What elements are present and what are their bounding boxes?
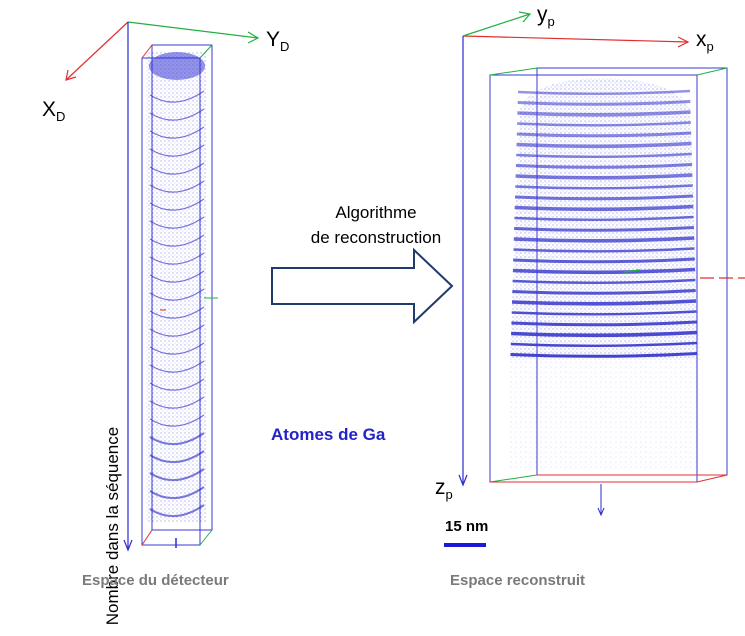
reconstructed-layer — [512, 289, 696, 295]
recon-green-marker — [623, 269, 641, 273]
y-axis-p-arrowhead — [518, 11, 532, 23]
detector-arc — [149, 432, 205, 445]
reconstructed-layer — [514, 204, 694, 212]
y-axis-d-arrowhead — [247, 31, 260, 44]
arrow-label-line2: de reconstruction — [310, 228, 442, 247]
detector-arc — [149, 450, 205, 463]
reconstructed-axes — [458, 11, 690, 487]
axis-label-x-d: XD — [42, 98, 66, 124]
reconstructed-layer — [511, 330, 697, 338]
reconstructed-layer — [513, 247, 695, 253]
recon-box-edge — [489, 67, 538, 76]
axis-label-z-p: zp — [435, 476, 453, 502]
scale-bar-label: 15 nm — [445, 518, 489, 535]
reconstructed-layers — [510, 89, 698, 358]
x-axis-d-line — [65, 21, 129, 81]
detector-arc — [149, 288, 205, 301]
detector-arc — [149, 270, 205, 283]
reconstructed-layer — [514, 226, 694, 232]
reconstructed-layer — [511, 310, 697, 316]
detector-arc — [149, 90, 205, 103]
axis-label-y-d: YD — [266, 28, 290, 54]
reconstruction-arrow — [271, 247, 454, 325]
detector-box-edge — [199, 529, 213, 546]
recon-box-edge — [696, 474, 728, 483]
x-axis-p-line — [462, 35, 689, 43]
recon-box-edge — [489, 474, 538, 483]
reconstructed-layer — [517, 100, 691, 106]
detector-arc — [149, 144, 205, 157]
detector-arc — [149, 414, 205, 427]
reconstructed-layer — [517, 110, 691, 117]
arrow-label-line1: Algorithme — [335, 203, 417, 222]
detector-arc — [149, 216, 205, 229]
z-axis-p-arrowhead — [458, 474, 468, 487]
y-axis-p-line — [462, 13, 531, 37]
reconstructed-layer — [511, 320, 697, 327]
species-label: Atomes de Ga — [271, 425, 386, 444]
detector-arc — [149, 396, 205, 409]
axis-label-x-p: xp — [696, 28, 714, 54]
detector-dense-top — [149, 52, 205, 80]
detector-axes — [65, 21, 260, 552]
reconstructed-layer — [517, 121, 691, 127]
x-axis-d-arrowhead — [65, 69, 77, 81]
reconstructed-layer — [511, 299, 697, 306]
reconstructed-layer — [517, 89, 691, 95]
reconstructed-layer — [514, 194, 694, 201]
reconstructed-layer — [516, 131, 692, 138]
arrow-label: Algorithme de reconstruction — [296, 200, 456, 250]
detector-arc — [149, 234, 205, 247]
reconstructed-layer — [512, 278, 696, 284]
reconstructed-space-caption: Espace reconstruit — [450, 572, 586, 589]
detector-space-caption: Espace du détecteur — [82, 572, 229, 589]
detector-box-edge — [141, 529, 153, 546]
detector-arc — [149, 252, 205, 265]
reconstructed-layer — [514, 215, 694, 221]
detector-arc — [149, 342, 205, 355]
z-axis-d-arrowhead — [123, 539, 133, 552]
detector-arc — [149, 108, 205, 121]
axis-label-y-p: yp — [537, 3, 555, 29]
detector-arc — [149, 468, 205, 481]
detector-arcs — [149, 90, 205, 517]
sequence-number-label: Nombre dans la séquence — [103, 426, 122, 626]
detector-arc — [149, 504, 205, 517]
reconstructed-layer — [513, 257, 695, 264]
x-axis-p-arrowhead — [677, 36, 690, 48]
reconstructed-layer — [512, 267, 696, 275]
detector-arc — [149, 324, 205, 337]
detector-arc — [149, 360, 205, 373]
recon-blue-arrowhead — [597, 507, 605, 517]
detector-arc — [149, 378, 205, 391]
detector-arc — [149, 126, 205, 139]
reconstructed-layer — [510, 352, 698, 358]
detector-arc — [149, 486, 205, 499]
reconstructed-layer — [510, 341, 698, 347]
detector-arc — [149, 306, 205, 319]
detector-arc — [149, 180, 205, 193]
reconstructed-layer — [513, 236, 695, 243]
detector-box-edge — [141, 44, 153, 59]
recon-box-edge — [696, 67, 728, 76]
y-axis-d-line — [127, 21, 259, 39]
detector-atom-cloud — [146, 52, 206, 522]
figure-canvas — [65, 11, 745, 552]
reconstructed-layer — [516, 141, 692, 149]
detector-column — [141, 44, 218, 548]
detector-arc — [149, 162, 205, 175]
reconstructed-volume — [489, 67, 745, 517]
detector-arc — [149, 198, 205, 211]
